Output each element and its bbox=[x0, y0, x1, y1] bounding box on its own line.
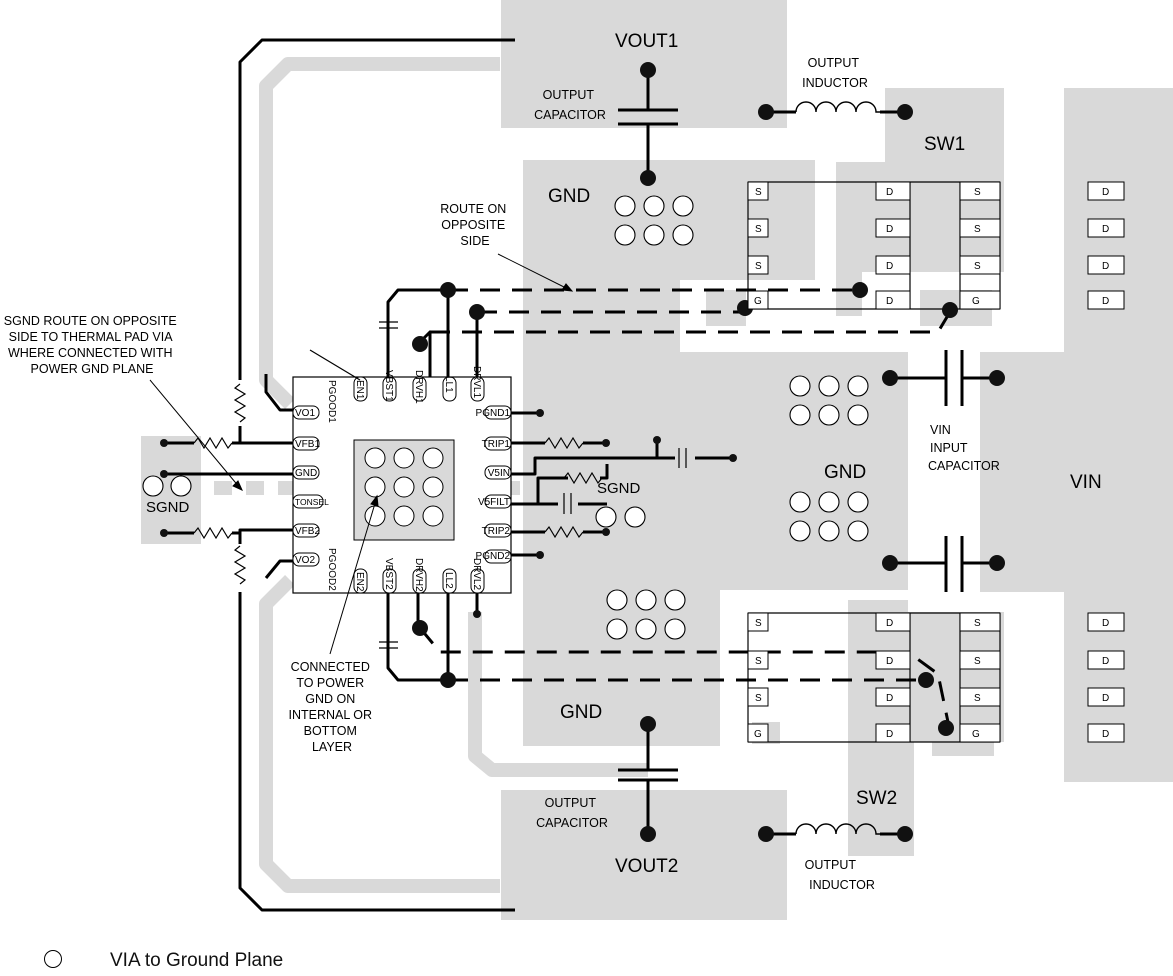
pin-vfb1: VFB1 bbox=[295, 439, 320, 450]
svg-text:S: S bbox=[755, 187, 762, 198]
pin-v5in: V5IN bbox=[488, 468, 510, 479]
svg-text:D: D bbox=[886, 261, 893, 272]
net-label-sgnd-right: SGND bbox=[597, 480, 641, 497]
pin-vbst2: VBST2 bbox=[383, 558, 394, 590]
svg-text:D: D bbox=[886, 224, 893, 235]
inductors bbox=[795, 101, 880, 835]
sw1-pour bbox=[836, 88, 1004, 316]
svg-text:S: S bbox=[755, 224, 762, 235]
svg-text:D: D bbox=[1102, 187, 1109, 198]
pin-drvh2: DRVH2 bbox=[413, 558, 424, 592]
pin-vo1: VO1 bbox=[295, 408, 315, 419]
svg-text:S: S bbox=[974, 693, 981, 704]
pin-ll1: LL1 bbox=[443, 376, 454, 393]
mosfet-pads bbox=[747, 181, 1125, 743]
svg-text:S: S bbox=[755, 656, 762, 667]
svg-text:G: G bbox=[972, 296, 980, 307]
svg-text:D: D bbox=[886, 693, 893, 704]
pin-en2: EN2 bbox=[354, 572, 365, 592]
output-inductor-bottom-label: OUTPUT INDUCTOR bbox=[805, 858, 875, 892]
pin-gnd: GND bbox=[295, 468, 317, 479]
output-inductor-top-label: OUTPUT INDUCTOR bbox=[802, 56, 868, 90]
pin-drvl2: DRVL2 bbox=[471, 558, 482, 590]
vin-pour bbox=[980, 88, 1173, 782]
annotation-arrows bbox=[149, 253, 574, 655]
pin-v5filt: V5FILT bbox=[478, 497, 510, 508]
svg-text:S: S bbox=[755, 261, 762, 272]
pin-drvl1: DRVL1 bbox=[471, 366, 482, 398]
net-label-gnd-top: GND bbox=[548, 186, 590, 207]
svg-text:D: D bbox=[1102, 656, 1109, 667]
svg-text:D: D bbox=[886, 187, 893, 198]
pin-trip2: TRIP2 bbox=[482, 526, 511, 537]
legend-via-icon bbox=[44, 950, 62, 968]
svg-text:S: S bbox=[974, 224, 981, 235]
svg-text:D: D bbox=[1102, 729, 1109, 740]
svg-text:D: D bbox=[1102, 693, 1109, 704]
svg-text:S: S bbox=[755, 618, 762, 629]
pin-pgood1: PGOOD1 bbox=[326, 380, 337, 423]
net-label-sw2: SW2 bbox=[856, 788, 897, 809]
vout2-pour bbox=[501, 790, 787, 920]
capacitors bbox=[379, 108, 964, 782]
net-label-vin: VIN bbox=[1070, 472, 1102, 493]
net-label-sgnd-left: SGND bbox=[146, 499, 190, 516]
svg-text:S: S bbox=[974, 261, 981, 272]
svg-text:G: G bbox=[972, 729, 980, 740]
net-label-vout2: VOUT2 bbox=[615, 856, 678, 877]
pin-tonsel: TONSEL bbox=[295, 497, 329, 507]
svg-text:S: S bbox=[974, 656, 981, 667]
pin-drvh1: DRVH1 bbox=[413, 370, 424, 404]
legend-via-label: VIA to Ground Plane bbox=[110, 950, 284, 971]
svg-text:S: S bbox=[755, 693, 762, 704]
ground-vias bbox=[142, 195, 869, 640]
pin-ll2: LL2 bbox=[443, 572, 454, 589]
route-on-opposite-side-label: ROUTE ON OPPOSITE SIDE bbox=[440, 202, 509, 248]
svg-text:G: G bbox=[754, 296, 762, 307]
pin-pgnd2: PGND2 bbox=[476, 551, 511, 562]
pin-vfb2: VFB2 bbox=[295, 526, 320, 537]
pin-trip1: TRIP1 bbox=[482, 439, 511, 450]
net-label-sw1: SW1 bbox=[924, 134, 965, 155]
svg-text:D: D bbox=[886, 729, 893, 740]
svg-text:D: D bbox=[886, 656, 893, 667]
connected-to-power-gnd-note: CONNECTED TO POWER GND ON INTERNAL OR BO… bbox=[288, 660, 375, 754]
svg-text:D: D bbox=[886, 296, 893, 307]
pin-en1: EN1 bbox=[354, 380, 365, 400]
pin-pgood2: PGOOD2 bbox=[326, 548, 337, 591]
pin-vbst1: VBST1 bbox=[383, 370, 394, 402]
svg-text:D: D bbox=[1102, 296, 1109, 307]
net-label-vout1: VOUT1 bbox=[615, 31, 678, 52]
sgnd-route-note: SGND ROUTE ON OPPOSITE SIDE TO THERMAL P… bbox=[4, 314, 180, 376]
net-label-gnd-mid: GND bbox=[824, 462, 866, 483]
svg-text:G: G bbox=[754, 729, 762, 740]
controller-ic: VO1 VFB1 GND TONSEL VFB2 VO2 PGND1 TRIP1… bbox=[292, 366, 512, 594]
output-capacitor-bottom-label: OUTPUT CAPACITOR bbox=[536, 796, 608, 830]
pin-vo2: VO2 bbox=[295, 555, 315, 566]
svg-text:S: S bbox=[974, 618, 981, 629]
mosfet-pad-labels: S S S G D D D D S S S G D D D D S S S G D D D D S S S G D D D D bbox=[754, 187, 1109, 740]
net-label-gnd-bottom: GND bbox=[560, 702, 602, 723]
junction-dots bbox=[160, 62, 1005, 842]
svg-text:D: D bbox=[1102, 261, 1109, 272]
svg-text:S: S bbox=[974, 187, 981, 198]
svg-text:D: D bbox=[886, 618, 893, 629]
output-capacitor-top-label: OUTPUT CAPACITOR bbox=[534, 88, 606, 122]
traces-thin bbox=[309, 181, 1001, 743]
pin-pgnd1: PGND1 bbox=[476, 408, 511, 419]
vin-input-capacitor-label: VIN INPUT CAPACITOR bbox=[928, 423, 1000, 473]
svg-text:D: D bbox=[1102, 618, 1109, 629]
svg-text:D: D bbox=[1102, 224, 1109, 235]
